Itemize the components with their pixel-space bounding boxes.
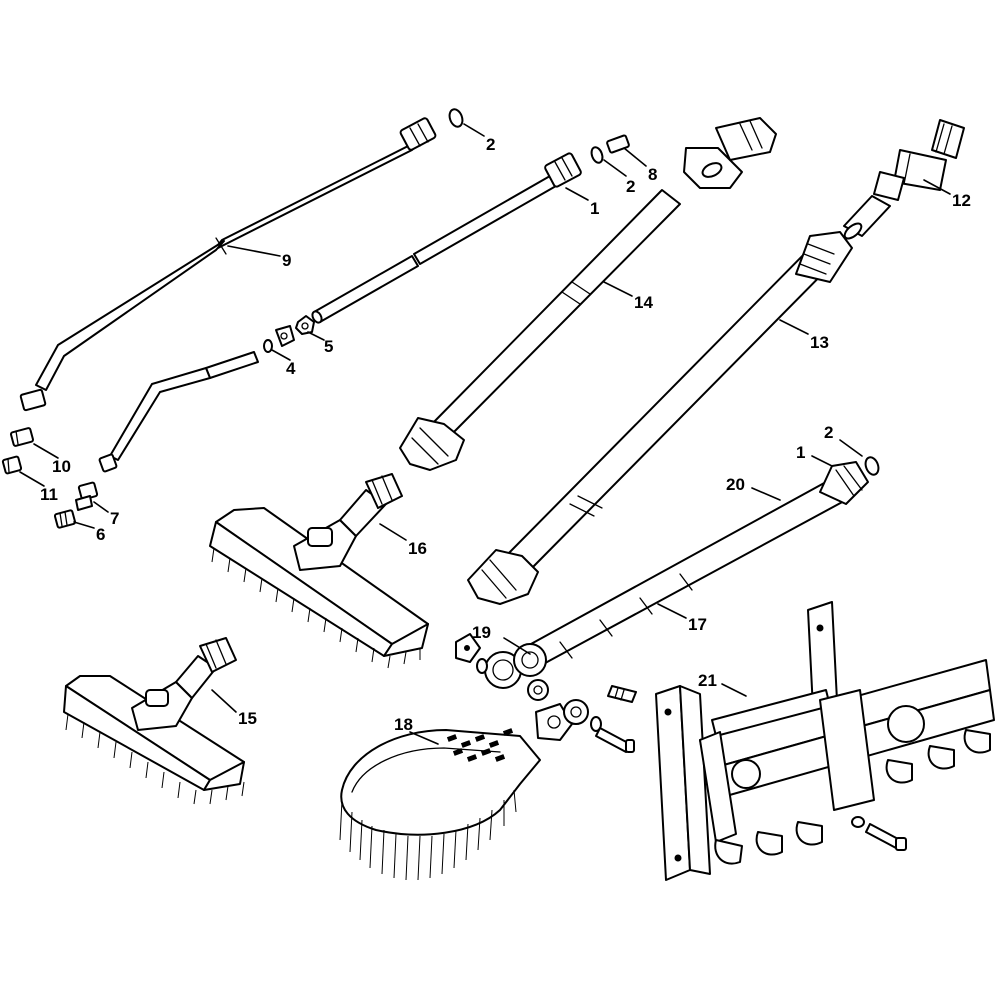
label-part-2: 2 [626, 177, 635, 196]
label-part-19: 19 [472, 623, 491, 642]
label-part-10: 10 [52, 457, 71, 476]
part-14-long-lance [399, 117, 777, 471]
part-9-curved-lance [19, 117, 437, 412]
part-4-ring-and-adapter [263, 325, 295, 353]
part-2-o-ring-right [864, 456, 880, 476]
part-18-wash-brush [339, 728, 541, 881]
part-5-nut [295, 315, 315, 335]
part-6-nozzle-tip [53, 509, 77, 529]
label-part-13: 13 [810, 333, 829, 352]
part-2-o-ring-mid [590, 146, 604, 164]
label-part-20: 20 [726, 475, 745, 494]
part-1-upper-lance [98, 152, 582, 473]
label-part-18: 18 [394, 715, 413, 734]
label-part-17: 17 [688, 615, 707, 634]
label-part-6: 6 [96, 525, 105, 544]
part-13-extension-lance [467, 231, 853, 605]
part-2-o-ring-top [448, 108, 464, 128]
part-21-wall-bracket [655, 601, 995, 881]
part-10-nozzle [9, 427, 35, 447]
part-labels: 2 1 2 8 9 4 5 10 11 7 6 12 13 14 16 15 1… [40, 135, 971, 734]
part-11-nozzle [1, 455, 23, 475]
label-part-14: 14 [634, 293, 653, 312]
part-12-adapter [873, 119, 965, 201]
label-part-5: 5 [324, 337, 333, 356]
part-20-lance-coupling [819, 461, 869, 505]
part-21-screw [851, 816, 907, 851]
part-7-nozzle-insert [75, 481, 99, 511]
label-part-16: 16 [408, 539, 427, 558]
label-part-1: 1 [796, 443, 805, 462]
label-part-1: 1 [590, 199, 599, 218]
label-part-4: 4 [286, 359, 296, 378]
label-part-9: 9 [282, 251, 291, 270]
label-part-7: 7 [110, 509, 119, 528]
part-12-tube-segment [843, 195, 891, 240]
label-part-12: 12 [952, 191, 971, 210]
label-part-11: 11 [40, 485, 58, 504]
label-part-15: 15 [238, 709, 257, 728]
label-part-21: 21 [698, 671, 717, 690]
part-16-flat-brush [209, 473, 429, 669]
part-19-gear-joint [455, 633, 549, 701]
part-21-wall-plug [607, 685, 637, 703]
leader-lines [19, 123, 951, 745]
label-part-2: 2 [486, 135, 495, 154]
part-15-small-flat-brush [63, 637, 245, 805]
label-part-2: 2 [824, 423, 833, 442]
label-part-8: 8 [648, 165, 657, 184]
part-18-coupling [535, 699, 635, 753]
